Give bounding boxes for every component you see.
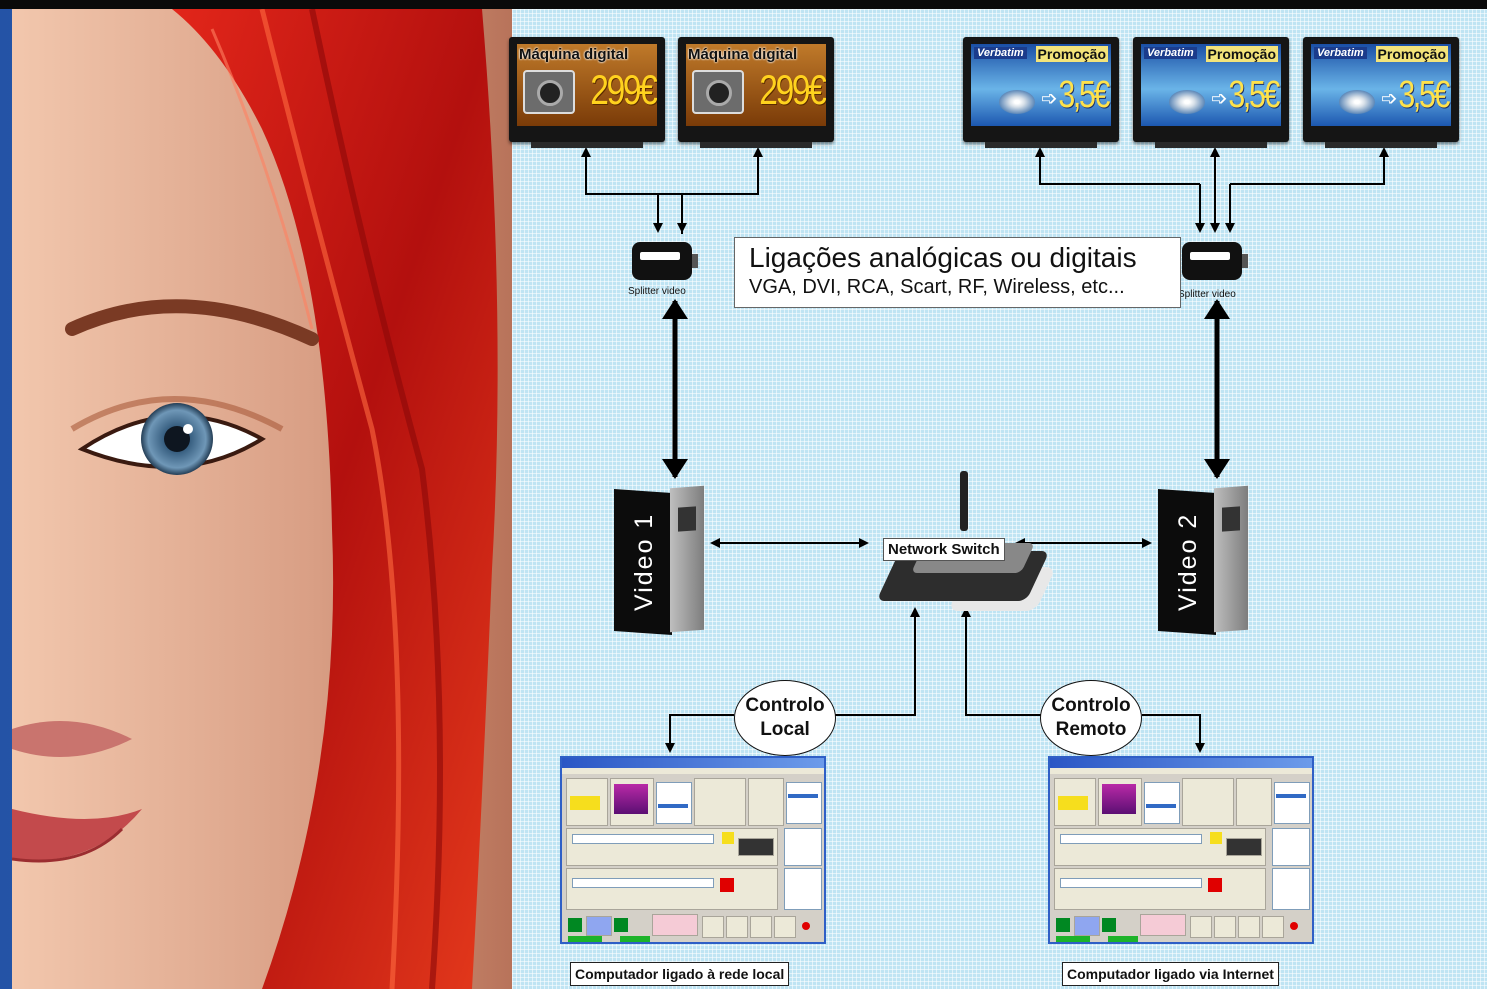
display-monitor-5: Verbatim Promoção ➩ 3,5€: [1303, 37, 1459, 148]
display-monitor-3: Verbatim Promoção ➩ 3,5€: [963, 37, 1119, 148]
monitor-stand: [1325, 142, 1437, 148]
network-switch-device: [876, 471, 1057, 617]
control-local-line2: Local: [760, 719, 810, 740]
app-menubar: [1050, 768, 1312, 774]
camera-ad-screen: Máquina digital 299€: [686, 44, 826, 126]
connection-info-box: Ligações analógicas ou digitais VGA, DVI…: [734, 237, 1181, 308]
video-splitter-right: [1182, 242, 1248, 280]
control-remote-line1: Controlo: [1051, 695, 1131, 716]
video-server-2: Video 2: [1158, 485, 1250, 636]
app-menubar: [562, 768, 824, 774]
video-splitter-left: [632, 242, 698, 280]
camera-ad-screen: Máquina digital 299€: [517, 44, 657, 126]
display-monitor-2: Máquina digital 299€: [678, 37, 834, 148]
app-titlebar: [1050, 758, 1312, 768]
control-local-line1: Controlo: [745, 695, 825, 716]
tower-front: [670, 485, 704, 633]
disc-icon: [999, 90, 1035, 114]
promo-ad-screen: Verbatim Promoção ➩ 3,5€: [971, 44, 1111, 126]
brand-logo: Verbatim: [1144, 47, 1197, 59]
product-price: 299€: [589, 66, 657, 113]
product-name: Máquina digital: [688, 46, 798, 63]
promo-label: Promoção: [1375, 46, 1448, 62]
camera-icon: [692, 70, 744, 114]
monitor-stand: [1155, 142, 1267, 148]
disc-icon: [1339, 90, 1375, 114]
top-border: [0, 0, 1487, 9]
diagram-canvas: Máquina digital 299€ Máquina digital 299…: [12, 9, 1487, 989]
arrow-to-monitor-2: [682, 147, 763, 195]
splitter-caption-left: Splitter video: [628, 286, 686, 297]
control-app-screenshot-remote: [1048, 756, 1314, 944]
arrow-icon: ➩: [1211, 88, 1228, 110]
app-titlebar: [562, 758, 824, 768]
connection-arrows: [581, 147, 1389, 753]
monitor-stand: [985, 142, 1097, 148]
video-1-label: Video 1: [630, 512, 658, 611]
splitter-icon: [1182, 242, 1248, 280]
arrow-icon: ➩: [1041, 88, 1058, 110]
network-switch-label: Network Switch: [883, 538, 1005, 561]
brand-logo: Verbatim: [1314, 47, 1367, 59]
display-monitor-4: Verbatim Promoção ➩ 3,5€: [1133, 37, 1289, 148]
promo-ad-screen: Verbatim Promoção ➩ 3,5€: [1141, 44, 1281, 126]
display-monitor-1: Máquina digital 299€: [509, 37, 665, 148]
product-price: 299€: [758, 66, 826, 113]
woman-face-illustration: [12, 9, 512, 989]
promo-ad-screen: Verbatim Promoção ➩ 3,5€: [1311, 44, 1451, 126]
splitter-caption-right: Splitter video: [1178, 289, 1236, 300]
arrow-to-monitor-1: [581, 147, 683, 234]
control-app-screenshot-local: [560, 756, 826, 944]
video-server-1: Video 1: [614, 485, 706, 636]
product-name: Máquina digital: [519, 46, 629, 63]
monitor-stand: [531, 142, 643, 148]
promo-price: 3,5€: [1058, 74, 1110, 116]
caption-local-computer: Computador ligado à rede local: [570, 962, 790, 986]
control-remote-oval: Controlo Remoto: [1040, 680, 1142, 756]
promo-price: 3,5€: [1398, 74, 1450, 116]
disc-icon: [1169, 90, 1205, 114]
caption-remote-computer: Computador ligado via Internet: [1062, 962, 1279, 986]
info-subtitle: VGA, DVI, RCA, Scart, RF, Wireless, etc.…: [749, 276, 1125, 298]
video-2-label: Video 2: [1174, 512, 1202, 611]
arrow-icon: ➩: [1381, 88, 1398, 110]
antenna-icon: [960, 471, 968, 531]
promo-price: 3,5€: [1228, 74, 1280, 116]
monitor-stand: [700, 142, 812, 148]
brand-logo: Verbatim: [974, 47, 1027, 59]
control-remote-line2: Remoto: [1055, 719, 1127, 740]
info-title: Ligações analógicas ou digitais: [749, 242, 1137, 273]
promo-label: Promoção: [1035, 46, 1108, 62]
tower-front: [1214, 485, 1248, 633]
control-local-oval: Controlo Local: [734, 680, 836, 756]
promo-label: Promoção: [1205, 46, 1278, 62]
camera-icon: [523, 70, 575, 114]
splitter-icon: [632, 242, 698, 280]
